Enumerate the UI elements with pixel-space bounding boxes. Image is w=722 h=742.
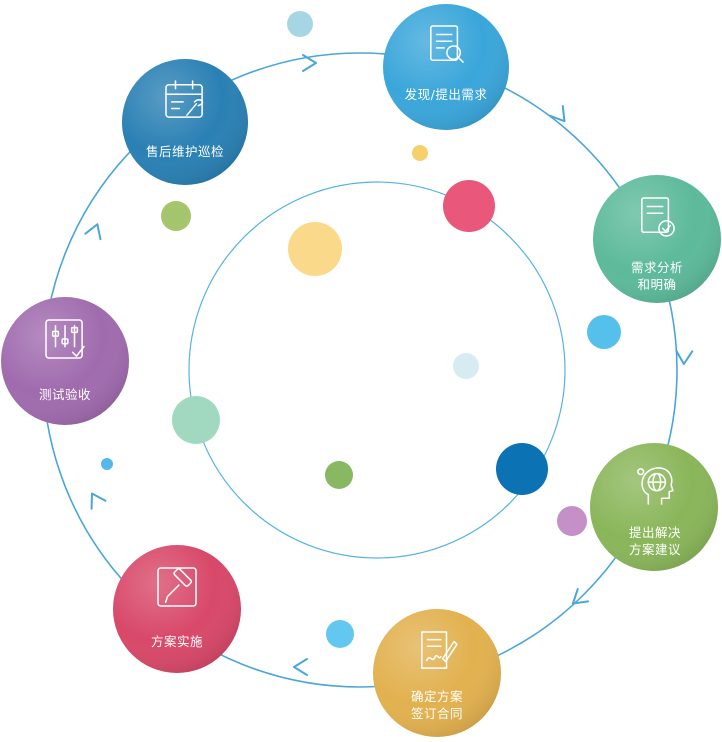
document-search-icon — [430, 25, 464, 63]
stage-circle-shine — [593, 175, 721, 303]
stage-node-maintain — [122, 59, 248, 185]
decor-dot — [101, 458, 113, 470]
stage-node-discover — [383, 4, 509, 130]
decor-dot — [557, 506, 587, 536]
flow-arrow-icon — [302, 54, 317, 72]
flow-arrow-icon — [675, 349, 694, 365]
decor-dot — [287, 11, 313, 37]
inner-ring — [188, 181, 566, 559]
flow-arrow-icon — [549, 104, 566, 123]
decor-dot — [412, 145, 428, 161]
decor-dot — [453, 353, 479, 379]
paint-roller-icon — [157, 567, 197, 607]
flow-arrow-icon — [571, 588, 590, 605]
stage-node-contract — [373, 609, 501, 737]
stage-node-analyze — [593, 175, 721, 303]
sliders-check-icon — [45, 319, 85, 359]
flow-arrow-icon — [90, 492, 107, 510]
stage-circle-shine — [113, 545, 241, 673]
stage-node-implement — [113, 545, 241, 673]
stage-node-solution — [590, 443, 718, 571]
calendar-wrench-icon — [165, 80, 204, 118]
stage-circle-shine — [383, 4, 509, 130]
stage-circle-shine — [373, 609, 501, 737]
decor-dot — [443, 180, 495, 232]
decor-dot — [587, 315, 621, 349]
flow-arrow-icon — [293, 658, 308, 676]
head-idea-globe-icon — [637, 467, 674, 505]
stage-circle-shine — [1, 297, 129, 425]
decor-dot — [325, 461, 353, 489]
contract-sign-icon — [421, 631, 458, 669]
decor-dot — [172, 396, 220, 444]
stage-circle-shine — [122, 59, 248, 185]
flow-arrow-icon — [84, 223, 102, 241]
stage-circle-shine — [590, 443, 718, 571]
decor-dot — [288, 222, 342, 276]
decor-dot — [326, 620, 354, 648]
decor-dot — [496, 443, 548, 495]
decor-dot — [161, 201, 191, 231]
document-check-icon — [641, 197, 675, 237]
stage-node-test — [1, 297, 129, 425]
